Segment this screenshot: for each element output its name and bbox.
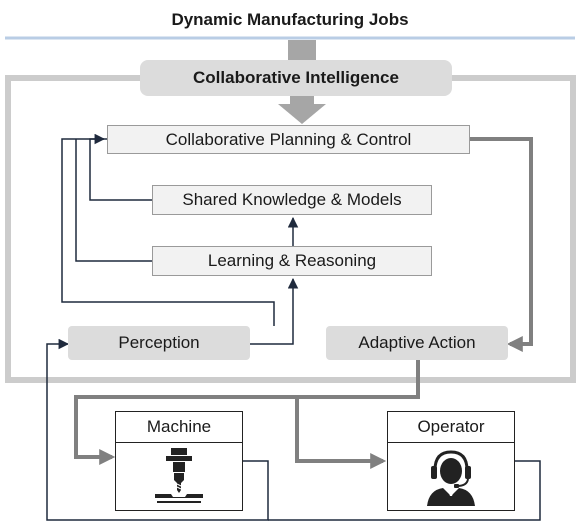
operator-unit: Operator [387,411,515,511]
node-learning: Learning & Reasoning [152,246,432,276]
operator-feedback-line [268,460,541,521]
input-block-arrow [288,40,316,62]
hub-label: Collaborative Intelligence [140,60,452,96]
learning-to-planning-line [75,139,152,262]
milling-machine-icon [116,444,242,510]
hub-down-arrow [278,96,326,124]
headset-operator-icon [388,444,514,510]
machine-unit: Machine [115,411,243,511]
perception-to-planning-line [61,133,275,326]
adaptive-down-line [74,360,420,465]
planning-to-adaptive-arrow [470,137,533,352]
node-perception: Perception [68,326,250,360]
machine-label: Machine [116,412,242,443]
node-adaptive-action: Adaptive Action [326,326,508,360]
adaptive-to-operator-line [295,397,387,469]
machine-feedback-line [46,338,269,521]
operator-label: Operator [388,412,514,443]
perception-to-learning-line [250,277,299,345]
diagram-title: Dynamic Manufacturing Jobs [171,10,409,29]
node-planning: Collaborative Planning & Control [107,125,470,154]
node-knowledge: Shared Knowledge & Models [152,185,432,215]
